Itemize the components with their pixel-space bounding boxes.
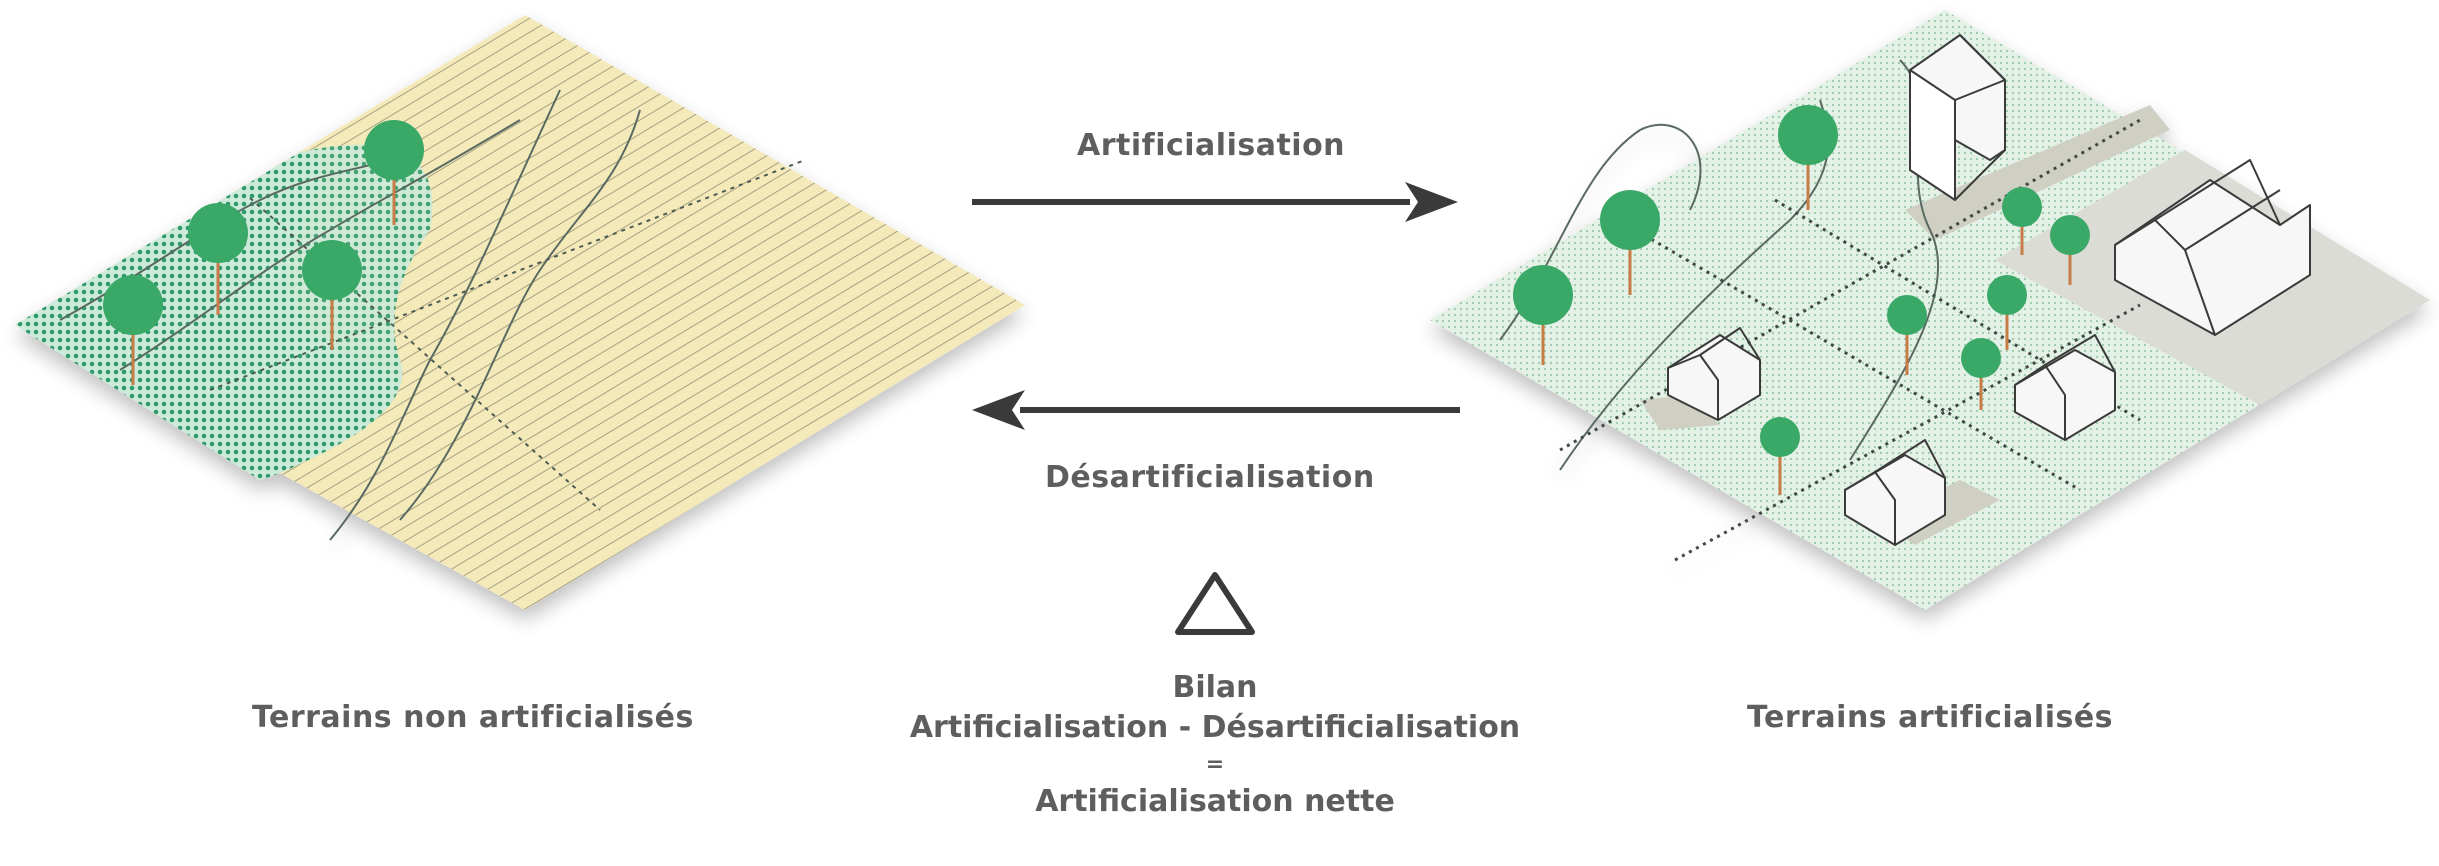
tree-icon [302,240,362,350]
left-caption: Terrains non artificialisés [252,700,694,735]
house-icon [1909,34,2006,201]
balance-result: Artificialisation nette [1035,784,1395,819]
tree-icon [188,203,248,315]
balance-equals: = [1205,752,1225,777]
artificialisation-arrow [972,182,1458,222]
tree-icon [1987,275,2027,350]
tree-icon [1778,105,1838,210]
tree-icon [364,120,424,225]
tree-icon [2002,187,2042,255]
right-trees [1513,105,2090,495]
tree-icon [1760,417,1800,495]
house-icon [1667,327,1761,421]
balance-formula: Artificialisation - Désartificialisation [909,710,1521,745]
tree-icon [103,275,163,385]
balance-title: Bilan [1172,670,1258,705]
tree-icon [1600,190,1660,295]
balance-equation: Bilan Artificialisation - Désartificiali… [880,668,1550,822]
artificialisation-label: Artificialisation [1077,128,1346,163]
left-terrain-tile [15,15,1025,610]
delta-icon [1175,572,1255,635]
tree-icon [1887,295,1927,375]
house-icon [1844,439,1946,546]
desartificialisation-label: Désartificialisation [1045,460,1375,495]
tree-icon [1513,265,1573,365]
house-icon [2114,159,2311,336]
tree-icon [2050,215,2090,285]
right-caption: Terrains artificialisés [1747,700,2114,735]
tree-icon [1961,338,2001,410]
house-icon [2014,334,2116,441]
desartificialisation-arrow [972,390,1460,430]
left-trees [103,120,424,385]
houses [1667,34,2311,546]
